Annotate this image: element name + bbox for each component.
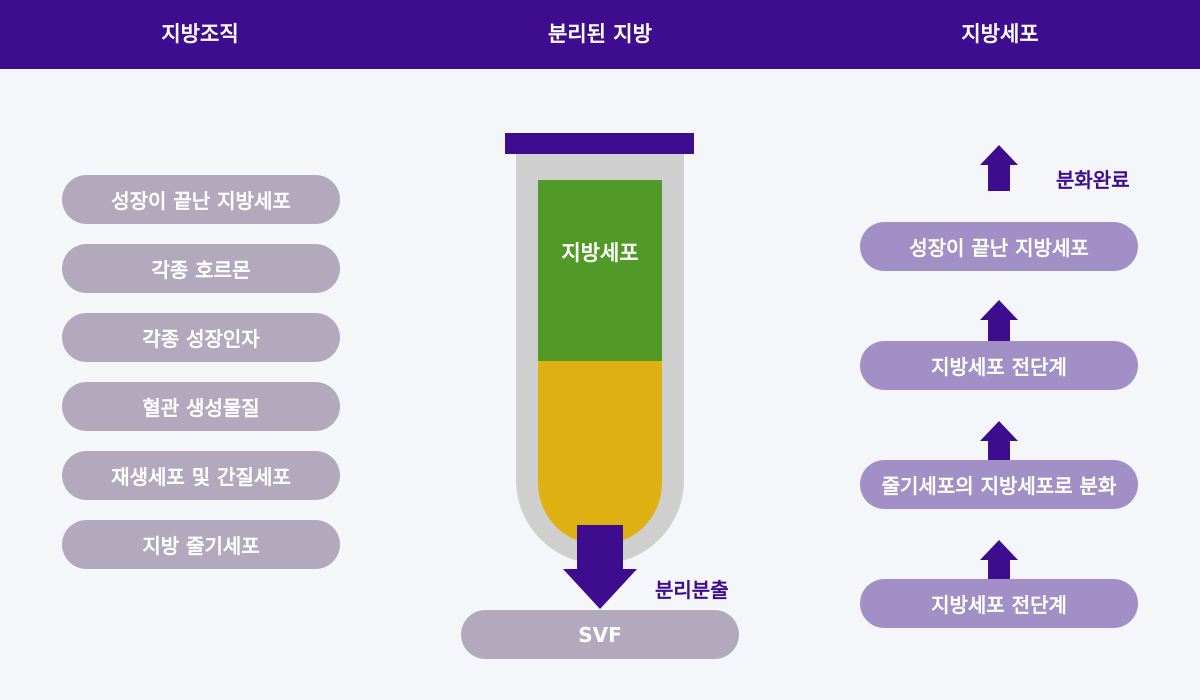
tube-svf-layer [538, 361, 662, 545]
tube-fat-cell-layer: 지방세포 [538, 180, 662, 361]
tube-layer-label: 지방세포 [561, 241, 639, 265]
arrow-up-icon [980, 421, 1018, 467]
header-title-cells: 지방세포 [961, 22, 1039, 46]
arrow-down-icon [563, 525, 637, 609]
flow-step: 지방세포 전단계 [860, 341, 1138, 390]
list-item: 재생세포 및 간질세포 [62, 451, 340, 500]
arrow-up-icon [980, 300, 1018, 346]
extract-label: 분리분출 [655, 578, 729, 602]
test-tube-cap [505, 133, 694, 154]
list-item: 각종 성장인자 [62, 313, 340, 362]
flow-step: 성장이 끝난 지방세포 [860, 222, 1138, 271]
header-title-tissue: 지방조직 [161, 22, 239, 46]
differentiation-done-label: 분화완료 [1056, 168, 1130, 192]
arrow-up-icon [980, 145, 1018, 191]
header-bar: 지방조직 분리된 지방 지방세포 [0, 0, 1200, 69]
flow-step: 지방세포 전단계 [860, 579, 1138, 628]
flow-step: 줄기세포의 지방세포로 분화 [860, 460, 1138, 509]
list-item: 성장이 끝난 지방세포 [62, 175, 340, 224]
header-title-separated: 분리된 지방 [548, 22, 652, 46]
list-item: 지방 줄기세포 [62, 520, 340, 569]
svf-pill: SVF [461, 610, 739, 659]
list-item: 각종 호르몬 [62, 244, 340, 293]
arrow-up-icon [980, 540, 1018, 586]
list-item: 혈관 생성물질 [62, 382, 340, 431]
